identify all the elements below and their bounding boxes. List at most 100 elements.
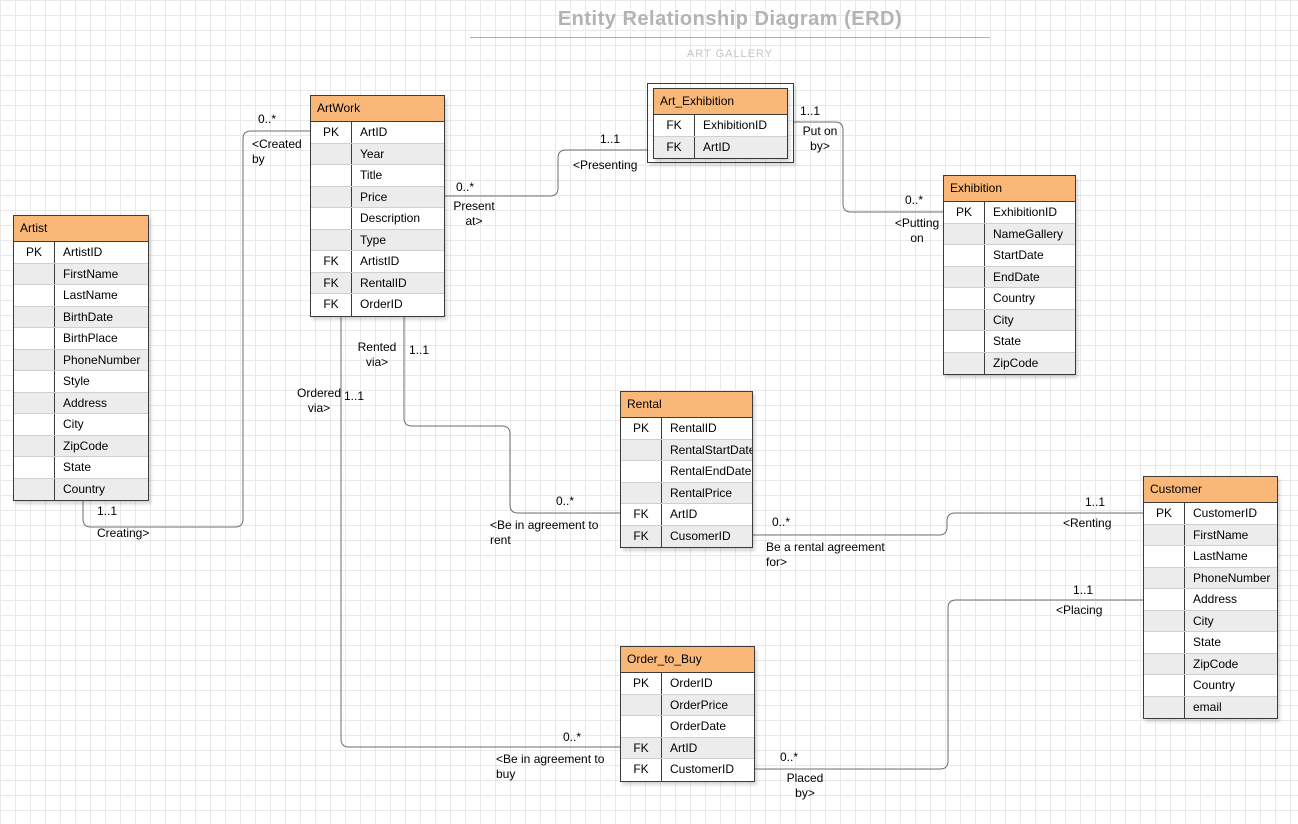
table-row[interactable]: Title xyxy=(311,165,444,187)
key-cell xyxy=(621,461,662,482)
field-cell: ArtID xyxy=(670,740,698,755)
table-row[interactable]: FirstName xyxy=(1144,524,1277,546)
table-row[interactable]: RentalEndDate xyxy=(621,461,752,483)
key-cell: FK xyxy=(621,737,662,758)
table-row[interactable]: Address xyxy=(14,392,148,414)
edge-artwork-artexhibition[interactable] xyxy=(445,149,647,197)
table-row[interactable]: EndDate xyxy=(944,266,1075,288)
key-cell: FK xyxy=(621,759,662,781)
entity-frame-art_exhibition[interactable] xyxy=(647,83,794,163)
key-cell xyxy=(14,435,55,456)
edge-label: 1..1 xyxy=(1073,583,1094,597)
key-cell xyxy=(311,165,352,186)
table-row[interactable]: OrderPrice xyxy=(621,694,754,716)
field-cell: RentalPrice xyxy=(670,485,733,500)
field-cell: ZipCode xyxy=(63,438,109,453)
table-row[interactable]: email xyxy=(1144,696,1277,718)
key-cell xyxy=(14,306,55,327)
table-row[interactable]: State xyxy=(14,457,148,479)
table-row[interactable]: PhoneNumber xyxy=(14,349,148,371)
table-row[interactable]: Country xyxy=(944,288,1075,310)
table-row[interactable]: OrderDate xyxy=(621,716,754,738)
table-row[interactable]: FirstName xyxy=(14,263,148,285)
edge-order-customer[interactable] xyxy=(755,599,1143,770)
table-row[interactable]: BirthDate xyxy=(14,306,148,328)
edge-label: 1..1 xyxy=(800,104,821,118)
edge-label: Be a rental agreement for> xyxy=(766,540,885,569)
table-row[interactable]: LastName xyxy=(1144,546,1277,568)
edge-label: Put on by> xyxy=(802,124,838,153)
table-row[interactable]: ZipCode xyxy=(1144,653,1277,675)
key-cell xyxy=(621,716,662,737)
edge-label: 0..* xyxy=(563,730,582,744)
table-row[interactable]: Year xyxy=(311,143,444,165)
key-cell xyxy=(621,439,662,460)
edge-label: 0..* xyxy=(780,750,799,764)
edge-label: Placed by> xyxy=(786,771,824,800)
table-row[interactable]: StartDate xyxy=(944,245,1075,267)
edge-artexhibition-exhibition[interactable] xyxy=(794,121,943,213)
key-cell xyxy=(944,288,985,309)
table-row[interactable]: Price xyxy=(311,186,444,208)
field-cell: NameGallery xyxy=(993,226,1064,241)
field-cell: Address xyxy=(1193,592,1238,606)
table-row[interactable]: ZipCode xyxy=(944,352,1075,374)
table-row[interactable]: PhoneNumber xyxy=(1144,567,1277,589)
key-cell: FK xyxy=(621,525,662,547)
table-row[interactable]: Country xyxy=(1144,675,1277,697)
field-cell: Title xyxy=(360,168,383,182)
edge-rental-customer[interactable] xyxy=(753,512,1143,536)
table-row[interactable]: Country xyxy=(14,478,148,500)
table-row[interactable]: City xyxy=(1144,610,1277,632)
table-row[interactable]: FK CustomerID xyxy=(621,759,754,781)
edge-artist-artwork[interactable] xyxy=(82,130,310,528)
key-cell xyxy=(1144,632,1185,653)
table-row[interactable]: RentalStartDate xyxy=(621,439,752,461)
field-cell: OrderID xyxy=(670,676,713,690)
field-cell: CustomerID xyxy=(670,762,735,776)
edge-artwork-rental[interactable] xyxy=(403,314,620,514)
table-row[interactable]: BirthPlace xyxy=(14,328,148,350)
table-row[interactable]: City xyxy=(14,414,148,436)
field-cell: Price xyxy=(360,189,388,204)
table-row[interactable]: Type xyxy=(311,229,444,251)
table-row[interactable]: LastName xyxy=(14,285,148,307)
table-row[interactable]: FK ArtID xyxy=(621,737,754,759)
edge-artwork-order[interactable] xyxy=(340,314,620,748)
field-cell: ExhibitionID xyxy=(703,118,768,132)
table-row[interactable]: Description xyxy=(311,208,444,230)
key-cell xyxy=(14,478,55,500)
table-row[interactable]: Style xyxy=(14,371,148,393)
field-cell: State xyxy=(63,460,92,474)
table-row[interactable]: ZipCode xyxy=(14,435,148,457)
field-cell: RentalEndDate xyxy=(670,464,752,478)
table-row[interactable]: Address xyxy=(1144,589,1277,611)
table-row[interactable]: NameGallery xyxy=(944,223,1075,245)
table-row[interactable]: City xyxy=(944,309,1075,331)
table-row[interactable]: State xyxy=(1144,632,1277,654)
field-cell: State xyxy=(993,334,1022,348)
table-row[interactable]: State xyxy=(944,331,1075,353)
table-row[interactable]: RentalPrice xyxy=(621,482,752,504)
